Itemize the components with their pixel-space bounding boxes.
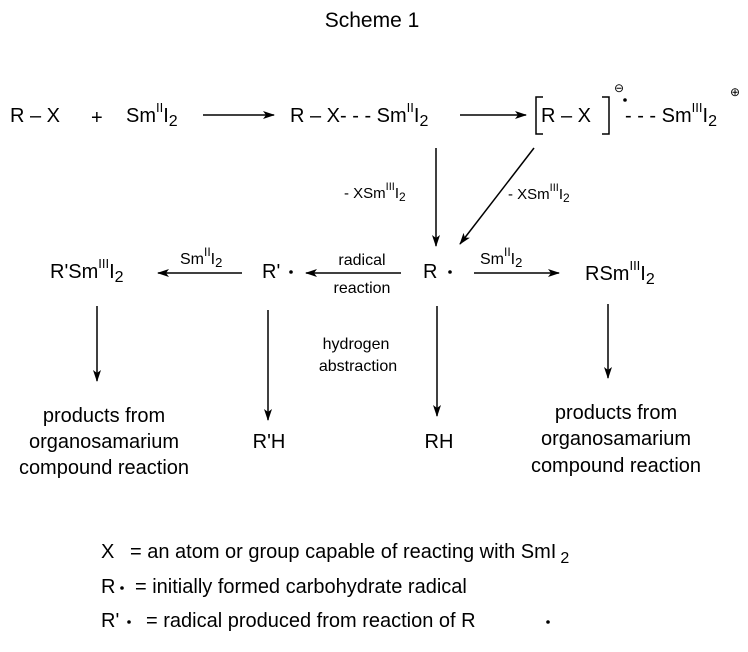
svg-text:- XSmIIII2: - XSmIIII2 <box>508 182 570 205</box>
radical-dot-icon <box>120 586 124 590</box>
r-prime-samarium: R'SmIIII2 <box>50 256 124 286</box>
svg-text:R': R' <box>101 610 119 632</box>
smi2-label-left: SmIII2 <box>180 245 222 270</box>
radical-dot-icon <box>448 270 452 274</box>
radical-dot-icon <box>289 270 293 274</box>
arrow-anion-to-radical <box>459 147 535 245</box>
hydrogen-abstraction-label-1: hydrogen <box>323 336 390 353</box>
reagent-smi2: SmIII2 <box>126 100 178 130</box>
radical-dot-icon <box>623 98 627 102</box>
right-bracket <box>602 96 610 135</box>
svg-text:SmIII2: SmIII2 <box>180 245 222 270</box>
complex-rx-smi2: R – X- - - SmIII2 <box>290 100 428 130</box>
svg-text:R'SmIIII2: R'SmIIII2 <box>50 256 124 286</box>
r-prime-h-product: R'H <box>253 431 286 453</box>
svg-text:X: X <box>101 541 114 563</box>
svg-text:compound reaction: compound reaction <box>531 455 701 477</box>
svg-text:products from: products from <box>555 402 677 424</box>
reactant-rx: R – X <box>10 105 60 127</box>
r-prime-radical: R' <box>262 261 280 283</box>
svg-text:= radical produced from reacti: = radical produced from reaction of R <box>146 610 476 632</box>
loss-label-left: - XSmIIII2 <box>344 181 406 204</box>
legend: X = an atom or group capable of reacting… <box>101 541 569 632</box>
svg-text:R – X- - - SmIII2: R – X- - - SmIII2 <box>290 100 428 130</box>
products-right: products from organosamarium compound re… <box>531 402 701 477</box>
hydrogen-abstraction-label-2: abstraction <box>319 358 397 375</box>
svg-text:SmIII2: SmIII2 <box>480 245 522 270</box>
minus-charge-icon: ⊖ <box>614 81 624 95</box>
svg-text:R – X: R – X <box>541 105 591 127</box>
svg-text:organosamarium: organosamarium <box>541 428 691 450</box>
svg-text:R: R <box>101 576 115 598</box>
plus-charge-icon: ⊕ <box>730 85 740 99</box>
scheme-title: Scheme 1 <box>325 9 420 32</box>
legend-item-r-radical: R = initially formed carbohydrate radica… <box>101 576 467 598</box>
svg-text:organosamarium: organosamarium <box>29 431 179 453</box>
smi2-label-right: SmIII2 <box>480 245 522 270</box>
legend-item-x: X = an atom or group capable of reacting… <box>101 541 569 567</box>
svg-text:- - - SmIIII2: - - - SmIIII2 <box>625 100 717 130</box>
radical-dot-icon <box>127 620 131 624</box>
svg-text:- XSmIIII2: - XSmIIII2 <box>344 181 406 204</box>
svg-text:SmIII2: SmIII2 <box>126 100 178 130</box>
products-left: products from organosamarium compound re… <box>19 405 189 479</box>
left-bracket <box>535 96 543 135</box>
svg-text:compound reaction: compound reaction <box>19 457 189 479</box>
svg-text:= an atom or group capable of: = an atom or group capable of reacting w… <box>130 541 569 567</box>
rh-product: RH <box>425 431 454 453</box>
r-radical: R <box>423 261 437 283</box>
svg-text:products from: products from <box>43 405 165 427</box>
radical-dot-icon <box>546 620 550 624</box>
svg-text:= initially formed carbohydrat: = initially formed carbohydrate radical <box>135 576 467 598</box>
radical-reaction-label-1: radical <box>338 252 385 269</box>
radical-reaction-label-2: reaction <box>334 280 391 297</box>
r-samarium: RSmIIII2 <box>585 258 655 288</box>
legend-item-r-prime-radical: R' = radical produced from reaction of R <box>101 610 550 632</box>
radical-anion-complex: R – X ⊖ - - - SmIIII2 ⊕ <box>535 81 740 135</box>
svg-text:RSmIIII2: RSmIIII2 <box>585 258 655 288</box>
loss-label-right: - XSmIIII2 <box>508 182 570 205</box>
plus-sign: + <box>91 107 103 129</box>
